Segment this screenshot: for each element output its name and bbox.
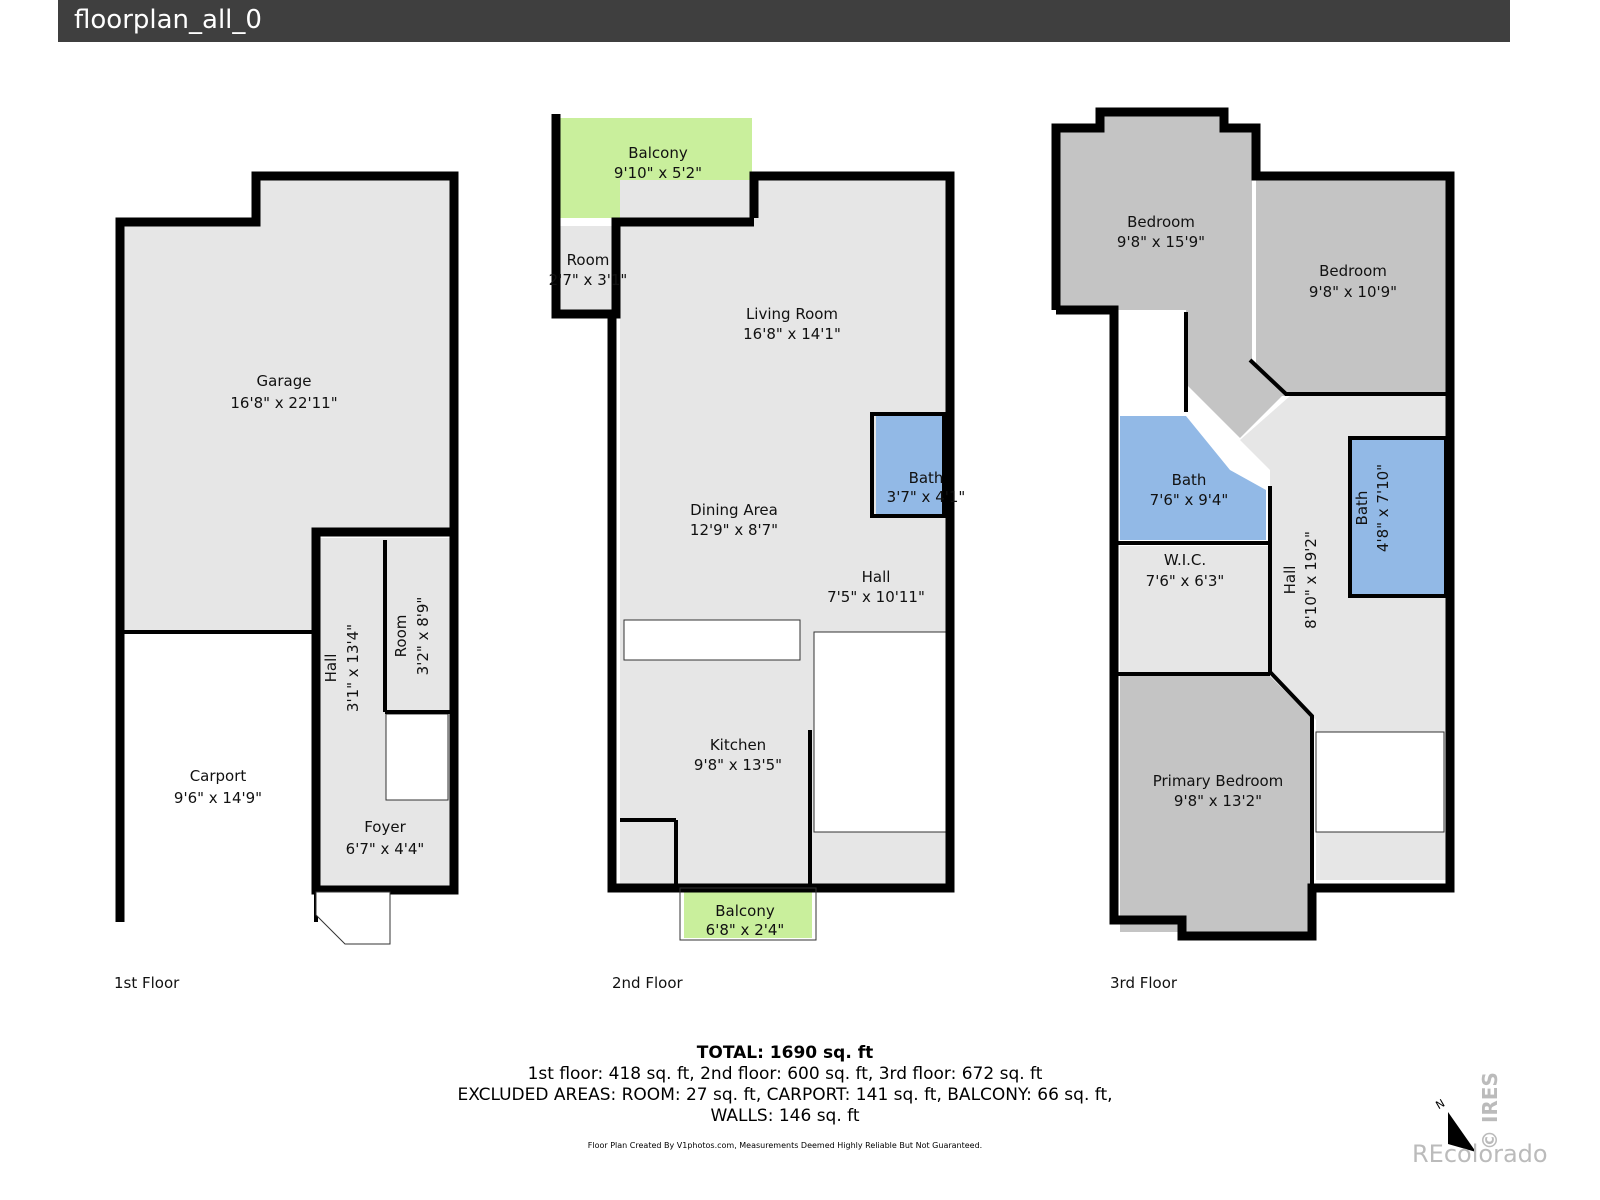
wic-area <box>1120 546 1270 672</box>
room-area <box>560 226 612 310</box>
room-name: Primary Bedroom <box>1153 772 1284 790</box>
room-dims: 4'8" x 7'10" <box>1374 464 1392 552</box>
stairs <box>813 631 947 833</box>
kitchen-counter <box>623 619 801 661</box>
walls-area: WALLS: 146 sq. ft <box>710 1106 860 1126</box>
room-dims: 7'6" x 9'4" <box>1150 491 1229 509</box>
room-name: Balcony <box>715 902 775 920</box>
total-area: TOTAL: 1690 sq. ft <box>696 1043 874 1063</box>
room-dims: 9'8" x 15'9" <box>1117 233 1205 251</box>
room-name: Bedroom <box>1127 213 1195 231</box>
bedroom-area <box>1256 180 1446 396</box>
room-dims: 8'10" x 19'2" <box>1302 531 1320 629</box>
room-dims: 6'8" x 2'4" <box>706 921 785 939</box>
room-name: Bath <box>1353 491 1371 526</box>
floor-label: 3rd Floor <box>1110 974 1178 992</box>
room-dims: 2'7" x 3'1" <box>549 271 628 289</box>
room-name: Bedroom <box>1319 262 1387 280</box>
room-name: Room <box>392 615 410 658</box>
garage-area <box>124 180 450 632</box>
credit-note: Floor Plan Created By V1photos.com, Meas… <box>587 1141 983 1150</box>
room-dims: 16'8" x 22'11" <box>230 394 337 412</box>
floor-label: 1st Floor <box>114 974 180 992</box>
room-name: Bath <box>909 469 944 487</box>
stairs <box>385 713 449 801</box>
room-dims: 3'7" x 4'1" <box>887 488 966 506</box>
floor-areas: 1st floor: 418 sq. ft, 2nd floor: 600 sq… <box>527 1064 1043 1084</box>
room-name: Room <box>567 251 610 269</box>
floor-label: 2nd Floor <box>612 974 683 992</box>
room-name: Kitchen <box>710 736 766 754</box>
room-dims: 16'8" x 14'1" <box>743 325 841 343</box>
third-floor <box>1051 107 1455 941</box>
room-name: Balcony <box>628 144 688 162</box>
bath-area <box>1352 440 1444 594</box>
entry-step <box>315 891 391 945</box>
stairs <box>1315 731 1445 833</box>
excluded-areas: EXCLUDED AREAS: ROOM: 27 sq. ft, CARPORT… <box>457 1085 1113 1105</box>
room-name: Hall <box>1281 566 1299 595</box>
room-dims: 7'6" x 6'3" <box>1146 572 1225 590</box>
room-dims: 9'8" x 10'9" <box>1309 283 1397 301</box>
room-dims: 12'9" x 8'7" <box>690 521 778 539</box>
room-name: Bath <box>1172 471 1207 489</box>
bath-area <box>1120 416 1266 540</box>
room-name: Hall <box>862 568 891 586</box>
room-dims: 7'5" x 10'11" <box>827 588 925 606</box>
carport-area <box>124 636 312 922</box>
room-dims: 6'7" x 4'4" <box>346 840 425 858</box>
room-labels: Garage 16'8" x 22'11" Carport 9'6" x 14'… <box>174 144 1397 939</box>
room-dims: 9'8" x 13'2" <box>1174 792 1262 810</box>
bedroom-area <box>1060 116 1286 438</box>
room-name: W.I.C. <box>1164 551 1206 569</box>
bath-area <box>876 416 946 514</box>
room-dims: 3'2" x 8'9" <box>414 597 432 676</box>
room-dims: 3'1" x 13'4" <box>344 624 362 712</box>
room-dims: 9'10" x 5'2" <box>614 164 702 182</box>
first-floor <box>115 171 459 945</box>
room-name: Foyer <box>364 818 406 836</box>
room-dims: 9'8" x 13'5" <box>694 756 782 774</box>
balcony-area <box>684 892 812 938</box>
room-name: Living Room <box>746 305 838 323</box>
room-name: Dining Area <box>690 501 778 519</box>
room-name: Garage <box>257 372 312 390</box>
room-name: Hall <box>322 654 340 683</box>
room-dims: 9'6" x 14'9" <box>174 789 262 807</box>
recolorado-watermark: REcolorado <box>1412 1140 1548 1168</box>
primary-bedroom-area <box>1120 676 1310 932</box>
ires-watermark: © IRES <box>1478 1072 1502 1150</box>
room-name: Carport <box>190 767 247 785</box>
second-floor <box>551 114 955 941</box>
window-title: floorplan_all_0 <box>58 0 1510 42</box>
